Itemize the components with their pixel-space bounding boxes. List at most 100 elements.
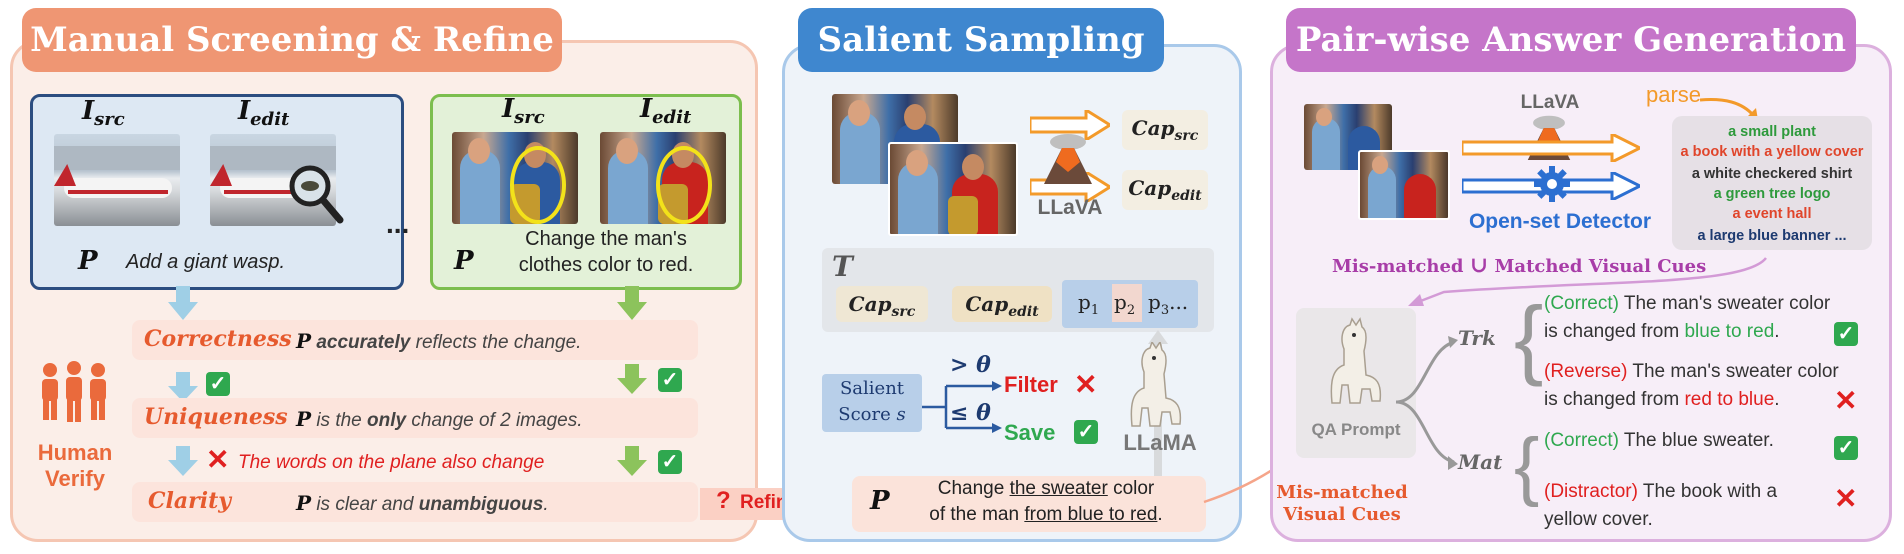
llama-icon: [1322, 316, 1388, 408]
clarity-row: [132, 482, 698, 522]
cap-src-chip: Capsrc: [836, 286, 928, 322]
llama-icon: [1122, 340, 1188, 428]
human-verify-label: Human Verify: [37, 440, 113, 491]
connector-curve: [1408, 257, 1767, 306]
check-icon: ✓: [1834, 436, 1858, 460]
check-icon: ✓: [206, 372, 230, 396]
p-label: P: [454, 246, 474, 276]
plane-source-image: [54, 134, 180, 226]
mat-label: Mat: [1458, 450, 1503, 474]
mat-correct-answer: (Correct) The blue sweater.: [1544, 430, 1774, 451]
visual-cues-box: a small plant a book with a yellow cover…: [1672, 116, 1872, 250]
cap-src-tag: Capsrc: [1122, 110, 1208, 150]
check-icon: ✓: [1074, 420, 1098, 444]
panel2-title: Salient Sampling: [798, 8, 1164, 72]
down-arrow-icon: [168, 446, 198, 476]
branch-connector: [922, 381, 1002, 433]
le-theta: ≤ θ: [950, 400, 991, 426]
score-label: Score s: [838, 404, 906, 425]
edited-image: [1358, 150, 1450, 220]
check-icon: ✓: [658, 368, 682, 392]
uniqueness-row: [132, 398, 698, 438]
clarity-label: Clarity: [148, 488, 232, 514]
detector-label: Open-set Detector: [1468, 210, 1652, 233]
uniqueness-text: P is the only change of 2 images.: [296, 407, 583, 431]
isrc-label: Isrc: [502, 94, 545, 129]
llava-label: LLaVA: [1520, 92, 1580, 113]
ellipsis: ...: [386, 208, 410, 239]
token-p2-box: [1112, 284, 1142, 322]
check-icon: ✓: [658, 450, 682, 474]
right-prompt-line1: Change the man's: [525, 228, 687, 250]
left-prompt: Add a giant wasp.: [126, 251, 285, 273]
token-p2: p2: [1114, 290, 1136, 318]
edited-image: [888, 142, 1018, 236]
fail-note: The words on the plane also change: [238, 452, 545, 473]
brace: {: [1514, 423, 1540, 508]
qa-prompt-label: QA Prompt: [1311, 420, 1401, 439]
highlight-ellipse: [510, 146, 566, 224]
brace: {: [1514, 288, 1544, 387]
refined-prompt-box: [852, 476, 1206, 532]
people-icon: [34, 360, 114, 424]
refined-line1: Change the sweater color: [937, 478, 1155, 499]
down-arrow-icon: [617, 364, 647, 394]
question-icon: ?: [716, 487, 731, 514]
cross-icon: ✕: [1074, 369, 1098, 400]
panel3-title: Pair-wise Answer Generation: [1286, 8, 1856, 72]
clarity-text: P is clear and unambiguous.: [296, 491, 549, 515]
down-arrow-icon: [617, 446, 647, 476]
correctness-text: P accurately reflects the change.: [296, 329, 582, 353]
cue-item: a green tree logo: [1713, 186, 1831, 202]
correctness-label: Correctness: [144, 326, 292, 352]
arrow-right-icon: [1030, 110, 1110, 140]
salient-label: Salient: [839, 378, 905, 399]
save-label: Save: [1004, 420, 1056, 445]
cap-edit-tag: Capedit: [1122, 170, 1208, 210]
magnifier-icon: [288, 162, 344, 226]
gear-icon: [1532, 164, 1572, 204]
cue-item: a book with a yellow cover: [1680, 144, 1864, 160]
down-arrow-icon: [168, 372, 198, 402]
highlight-ellipse: [656, 146, 712, 224]
check-icon: ✓: [1834, 322, 1858, 346]
volcano-icon: [1040, 132, 1096, 184]
cap-edit-chip: Capedit: [952, 286, 1052, 322]
cue-item: a small plant: [1728, 124, 1816, 140]
cue-item: a large blue banner ...: [1697, 228, 1847, 244]
salient-score-box: [822, 374, 922, 432]
panel1-title: Manual Screening & Refine: [22, 8, 562, 72]
correctness-row: [132, 320, 698, 360]
cue-item: a event hall: [1732, 206, 1812, 222]
isrc-label: Isrc: [82, 96, 125, 131]
cross-icon: ✕: [1834, 385, 1858, 416]
cue-item: a white checkered shirt: [1691, 166, 1853, 182]
token-p3: p3...: [1148, 290, 1189, 318]
llama-label: LLaMA: [1123, 430, 1197, 455]
down-arrow-icon: [168, 286, 198, 320]
cross-icon: ✕: [206, 444, 230, 475]
right-prompt-line2: clothes color to red.: [518, 254, 694, 276]
branch-connector: [1396, 336, 1458, 470]
iedit-label: Iedit: [238, 96, 290, 131]
trk-label: Trk: [1458, 326, 1496, 350]
llava-label: LLaVA: [1037, 196, 1103, 219]
union-label: Mis-matched ∪ Matched Visual Cues: [1332, 252, 1707, 278]
refined-p-label: P: [870, 486, 890, 516]
gt-theta: > θ: [950, 352, 991, 378]
iedit-label: Iedit: [640, 94, 692, 129]
uniqueness-label: Uniqueness: [144, 404, 288, 430]
refined-line2: of the man from blue to red.: [929, 504, 1163, 525]
t-label: T: [832, 250, 853, 283]
filter-label: Filter: [1004, 372, 1058, 397]
arrow-right-icon: [1462, 134, 1640, 162]
token-p1: p1: [1078, 290, 1100, 318]
parse-label: parse: [1646, 82, 1702, 107]
down-arrow-icon: [617, 286, 647, 320]
cross-icon: ✕: [1834, 483, 1858, 514]
p-label: P: [78, 246, 98, 276]
